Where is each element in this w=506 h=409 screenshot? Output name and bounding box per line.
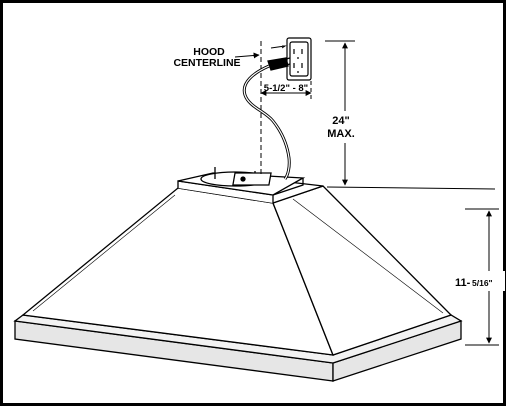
max-height-qualifier: MAX. — [327, 128, 355, 140]
range-hood — [13, 167, 463, 382]
hood-height-whole: 11- — [455, 277, 471, 289]
max-height-value: 24" — [332, 115, 349, 127]
offset-range-label: 5-1/2" - 8" — [264, 83, 308, 94]
plug-icon — [267, 45, 291, 71]
hood-height-fraction: 5/16" — [472, 278, 493, 288]
hood-centerline-label-line1: HOOD — [193, 46, 225, 58]
duplex-outlet-icon — [286, 37, 312, 81]
hood-centerline-label-line2: CENTERLINE — [173, 57, 240, 69]
hood-installation-diagram: HOOD CENTERLINE 5-1/2" - 8" 24" MAX. 11-… — [13, 37, 505, 382]
centerline-leader — [234, 52, 260, 59]
